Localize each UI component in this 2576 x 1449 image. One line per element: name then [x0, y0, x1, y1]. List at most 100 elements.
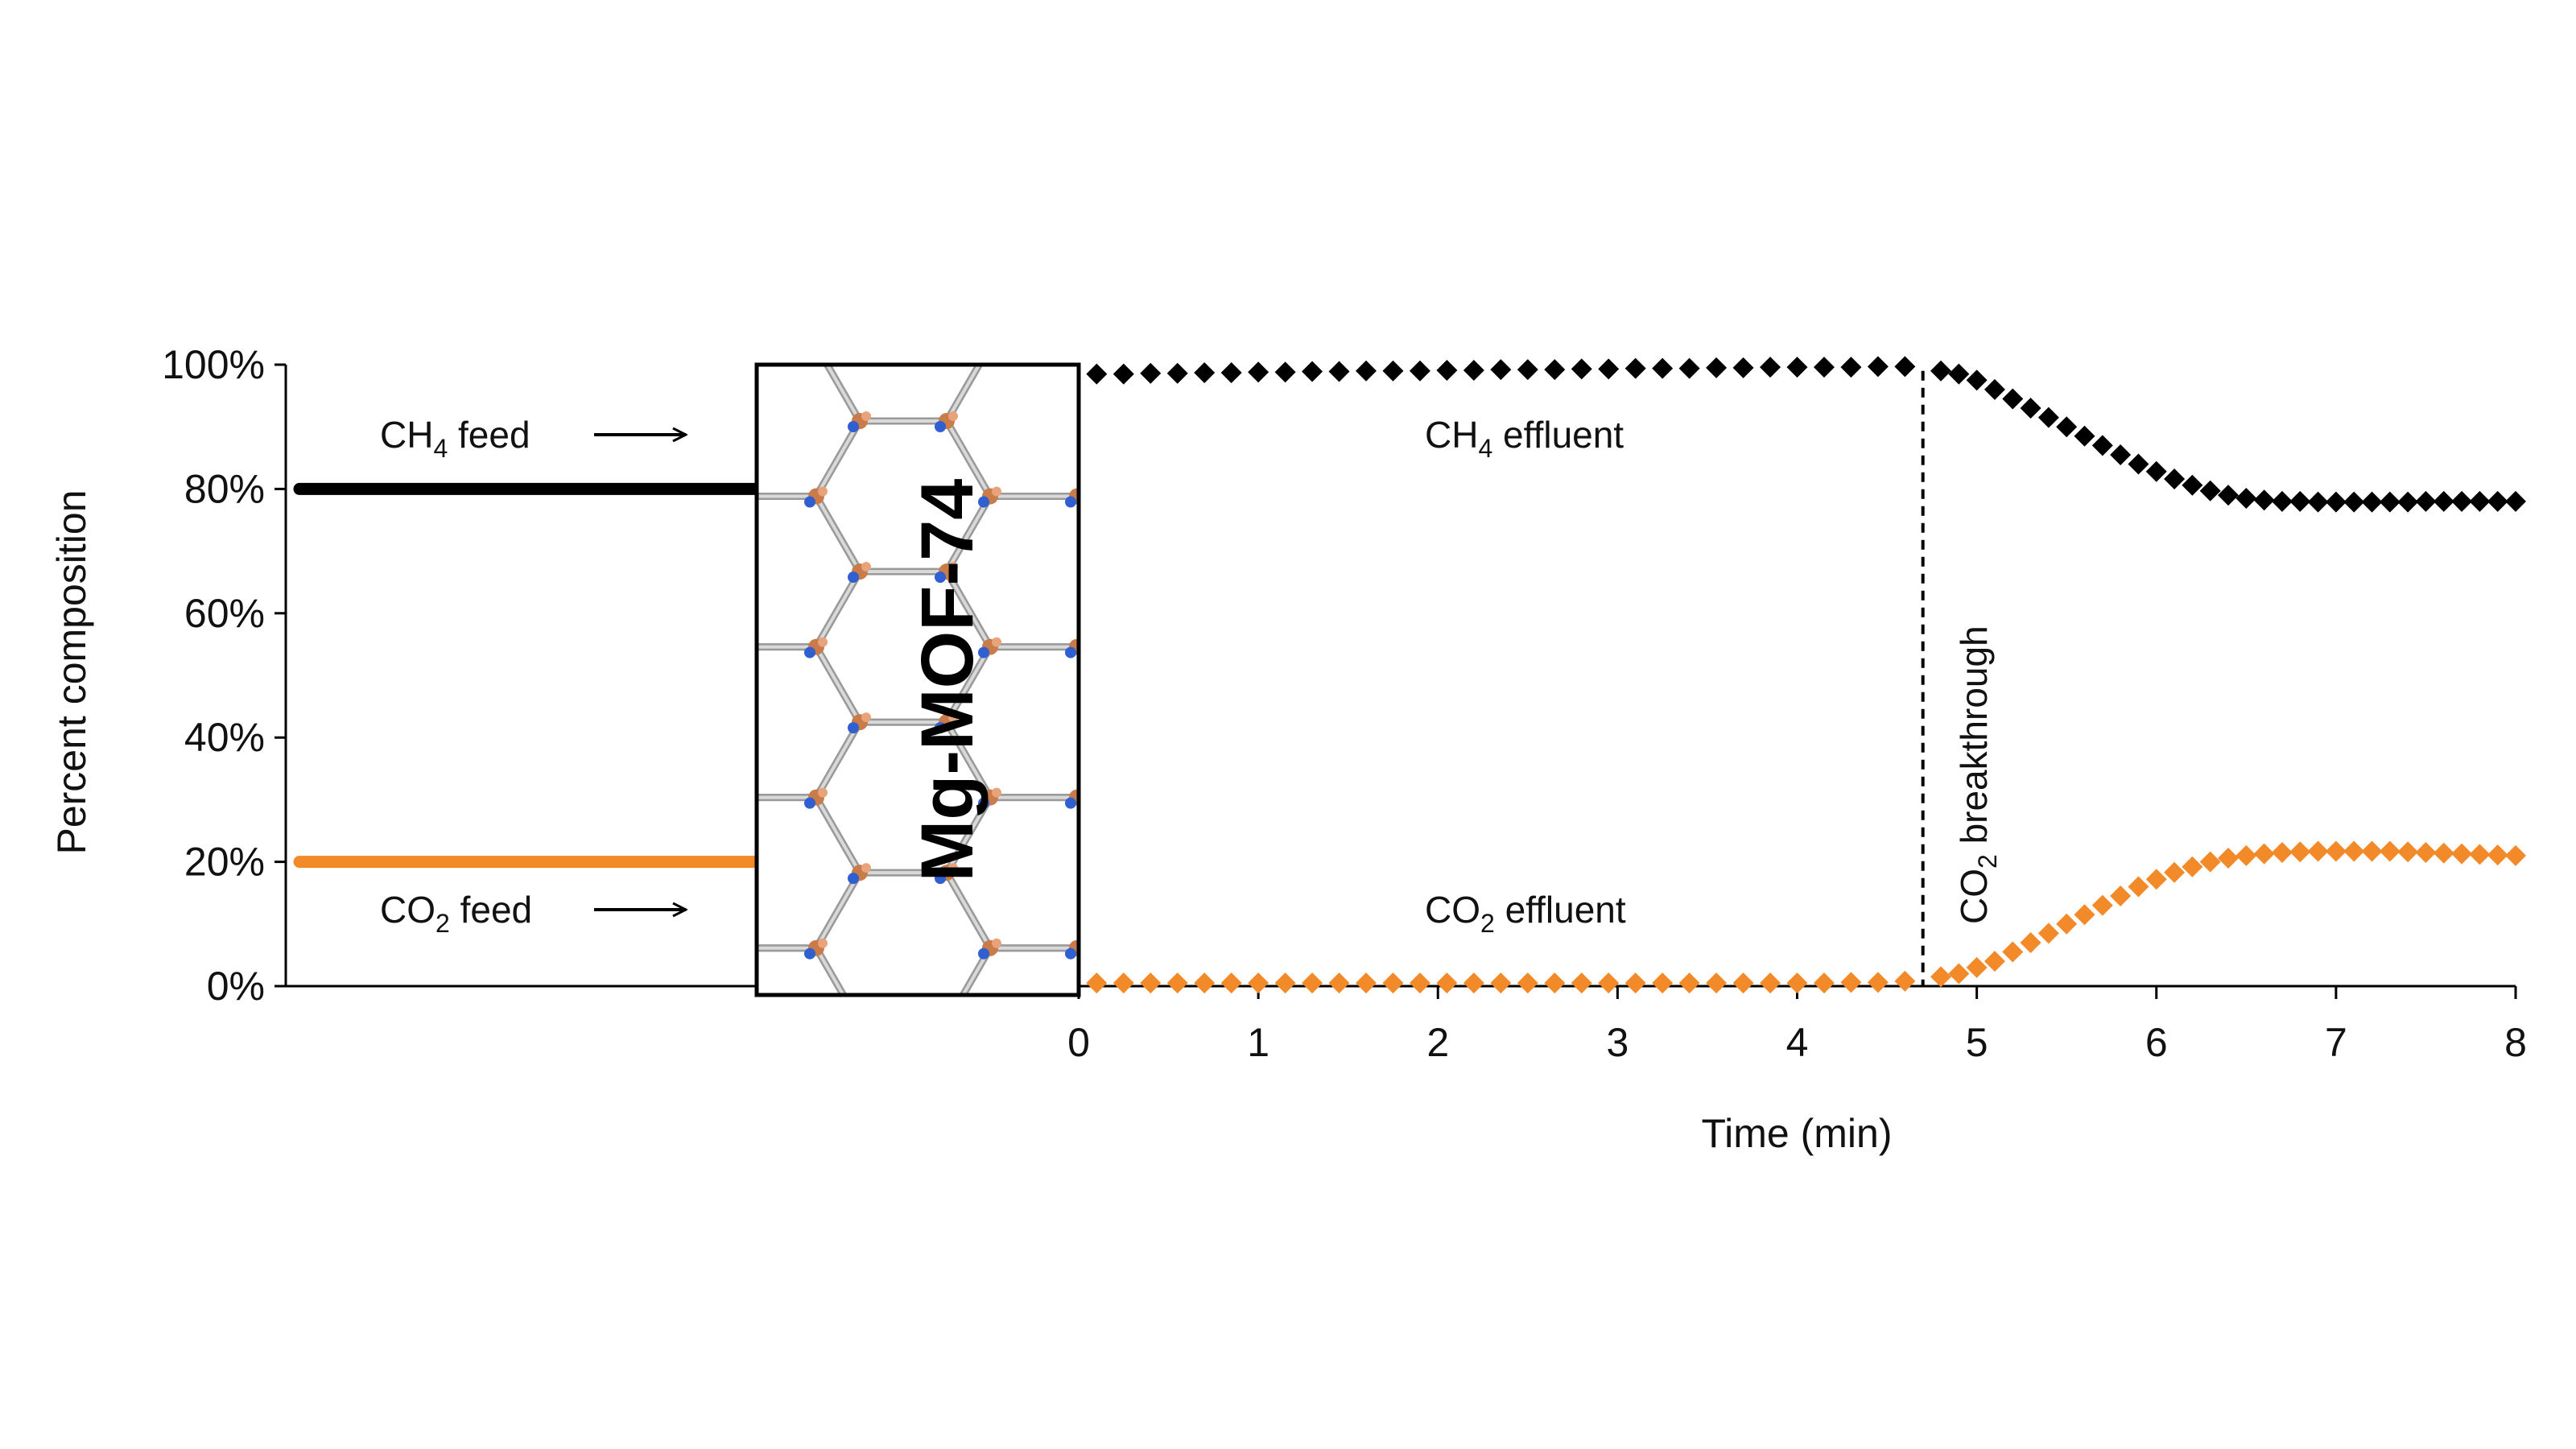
x-tick-label: 6: [2145, 1020, 2168, 1065]
framework-atom: [978, 947, 989, 960]
data-point: [1463, 972, 1484, 994]
framework-atom: [818, 185, 828, 195]
data-point: [1732, 357, 1754, 378]
data-point: [2415, 842, 2437, 864]
data-point: [1274, 972, 1296, 994]
data-point: [1544, 359, 1566, 381]
data-point: [1086, 972, 1108, 994]
framework-atom: [1209, 261, 1219, 270]
framework-atom: [861, 1164, 871, 1174]
framework-ring: [1072, 637, 1079, 658]
framework-ring: [816, 1023, 990, 1174]
framework-atom: [848, 270, 859, 282]
framework-node: [678, 1316, 694, 1332]
data-point: [2397, 491, 2419, 513]
series-ch4-effluent: [1086, 356, 2526, 513]
framework-ring-inner: [555, 270, 729, 421]
framework-ring-inner: [947, 195, 1121, 345]
framework-node: [852, 1015, 868, 1031]
framework-ring-inner: [1075, 490, 1079, 502]
data-point: [1302, 361, 1323, 382]
framework-node: [939, 1015, 955, 1031]
framework-ring-inner: [1075, 942, 1079, 955]
framework-ring-inner: [816, 1023, 990, 1174]
data-point: [1194, 362, 1216, 384]
data-point: [2505, 844, 2526, 866]
data-point: [2253, 843, 2275, 865]
framework-atom: [804, 797, 815, 809]
framework-atom: [543, 1249, 555, 1261]
framework-node: [1199, 413, 1216, 429]
framework-atom: [1108, 873, 1120, 884]
framework-ring: [1077, 1174, 1251, 1324]
framework-atom: [848, 722, 859, 734]
framework-atom: [687, 1315, 697, 1324]
framework-atom: [818, 787, 828, 798]
framework-node: [591, 564, 607, 580]
data-point: [1409, 972, 1430, 994]
framework-atom: [731, 638, 741, 647]
framework-node: [939, 1316, 955, 1332]
data-point: [1166, 362, 1188, 384]
data-point: [1382, 360, 1404, 382]
framework-node: [982, 187, 998, 203]
framework-atom: [948, 1315, 958, 1324]
framework-atom: [1065, 496, 1076, 508]
framework-atom: [1108, 270, 1120, 282]
framework-atom: [861, 863, 871, 873]
framework-node: [1069, 1091, 1085, 1107]
framework-atom: [861, 1013, 871, 1023]
framework-node: [547, 337, 564, 353]
framework-node: [721, 1091, 737, 1107]
framework-node: [678, 413, 694, 429]
framework-node: [1069, 337, 1085, 353]
framework-atom: [587, 421, 598, 432]
framework-atom: [717, 1249, 729, 1261]
data-point: [2164, 469, 2186, 490]
framework-ring: [816, 1174, 990, 1324]
framework-atom: [717, 345, 729, 357]
data-point: [2020, 931, 2041, 953]
x-tick-label: 0: [1067, 1020, 1090, 1065]
data-point: [1598, 358, 1620, 380]
data-point: [1328, 972, 1350, 994]
data-point: [1113, 972, 1134, 994]
data-point: [1930, 360, 1951, 382]
data-point: [2325, 491, 2347, 513]
framework-atom: [731, 788, 741, 798]
framework-node: [678, 564, 694, 580]
framework-atom: [1209, 1164, 1219, 1174]
data-point: [1732, 972, 1754, 994]
framework-node: [678, 262, 694, 279]
framework-ring-inner: [947, 1099, 1121, 1249]
framework-atom: [978, 646, 989, 658]
framework-node: [1113, 564, 1129, 580]
framework-node: [939, 262, 955, 279]
framework-atom: [543, 1099, 555, 1110]
data-point: [1274, 361, 1296, 383]
data-point: [2253, 489, 2275, 511]
framework-node: [1243, 790, 1259, 806]
data-point: [2037, 923, 2059, 944]
framework-atom: [848, 1023, 859, 1034]
framework-node: [1243, 639, 1259, 655]
framework-atom: [687, 411, 697, 421]
framework-atom: [992, 486, 1001, 497]
framework-atom: [1195, 1023, 1207, 1034]
framework-atom: [601, 562, 610, 572]
framework-atom: [1195, 270, 1207, 282]
framework-atom: [674, 873, 685, 884]
framework-atom: [687, 1013, 697, 1023]
framework-node: [808, 187, 824, 203]
co2-effluent-label: CO2 effluent: [1425, 889, 1626, 938]
framework-atom: [1209, 1315, 1219, 1324]
framework-atom: [731, 1240, 741, 1249]
data-point: [1652, 357, 1674, 379]
framework-ring: [555, 270, 729, 421]
framework-atom: [935, 722, 946, 734]
framework-atom: [861, 1315, 871, 1324]
framework-atom: [818, 1240, 828, 1249]
data-point: [1436, 972, 1458, 994]
data-point: [1984, 378, 2005, 400]
